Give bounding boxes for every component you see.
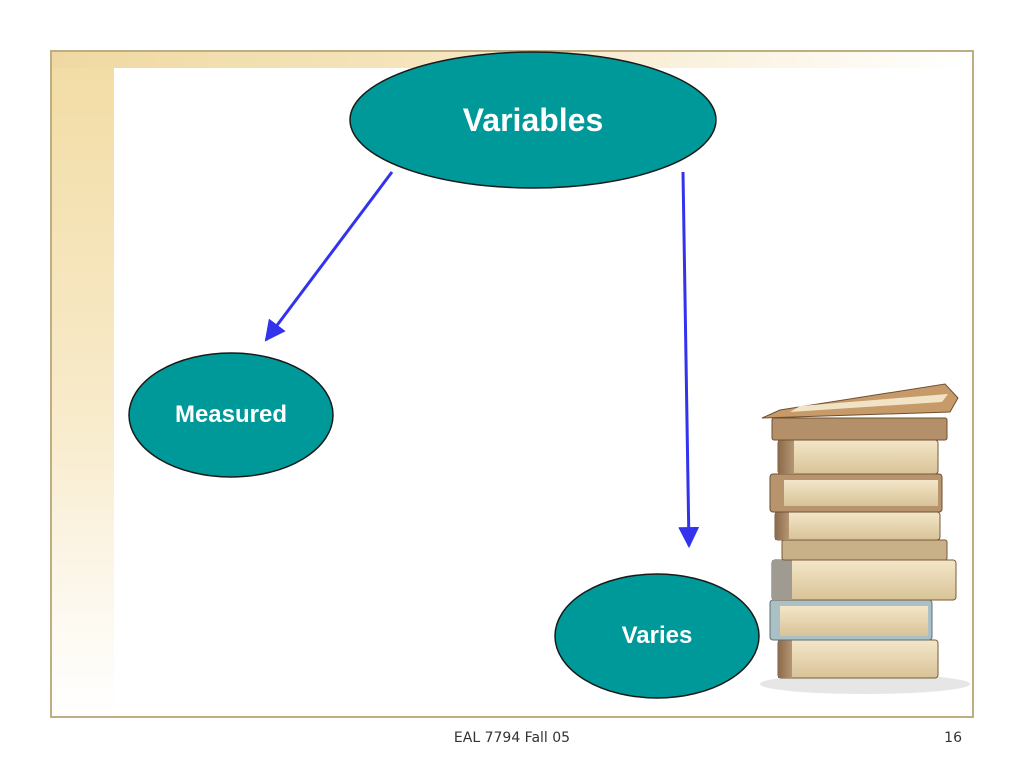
footer-text: EAL 7794 Fall 05 [453,730,571,746]
book-stack-image [760,383,970,694]
arrow-variables-to-measured [264,171,394,342]
node-variables-shape [349,51,717,189]
node-measured-shape [128,352,334,478]
page-number: 16 [944,730,962,746]
node-variables-label: Variables [462,102,604,138]
left-decorative-band [52,52,114,716]
node-measured-label: Measured [174,401,288,428]
node-varies-label: Varies [621,622,693,649]
node-varies-shape [554,573,760,699]
arrow-variables-to-varies [678,171,700,549]
